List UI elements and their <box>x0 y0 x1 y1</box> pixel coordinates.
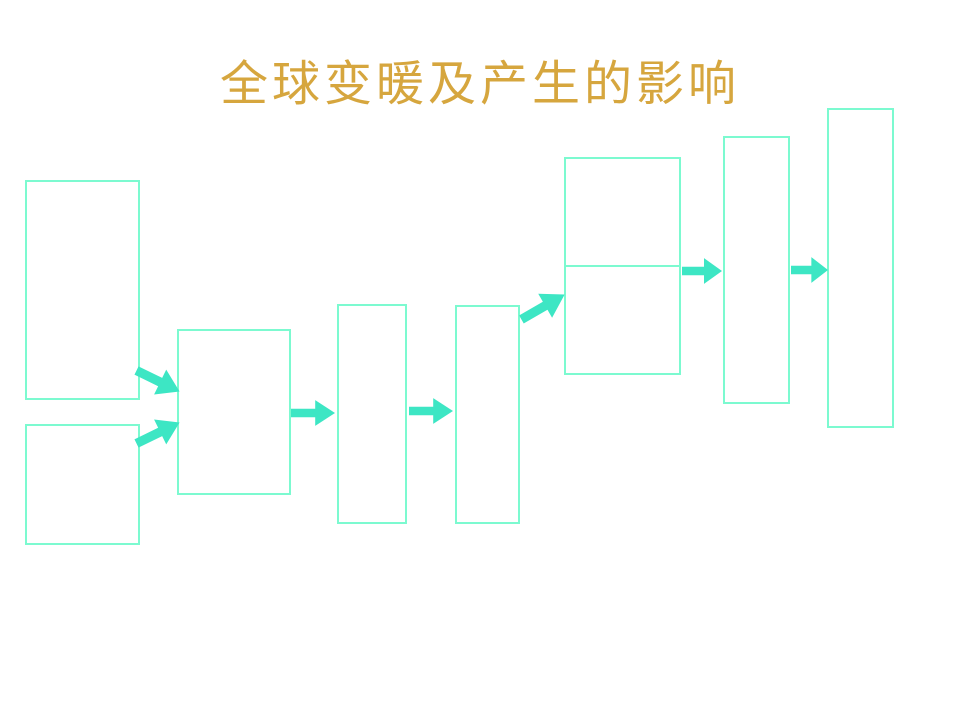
flow-box-7 <box>723 136 790 404</box>
arrow-down-right-icon <box>134 366 180 395</box>
flow-box-4 <box>337 304 407 524</box>
arrow-right-icon <box>682 258 722 284</box>
flow-box-2 <box>25 424 140 545</box>
flow-box-5 <box>455 305 520 524</box>
slide-title: 全球变暖及产生的影响 <box>219 56 740 112</box>
arrow-up-right-icon <box>519 293 565 324</box>
flow-box-1 <box>25 180 140 400</box>
flow-box-8 <box>827 108 894 428</box>
arrow-right-icon <box>409 398 453 424</box>
flow-box-6-top <box>564 157 681 267</box>
flow-box-3 <box>177 329 291 495</box>
arrow-up-right-icon <box>134 419 180 448</box>
arrow-right-icon <box>791 257 828 283</box>
arrow-right-icon <box>291 400 335 426</box>
flow-box-6-bottom <box>564 265 681 375</box>
